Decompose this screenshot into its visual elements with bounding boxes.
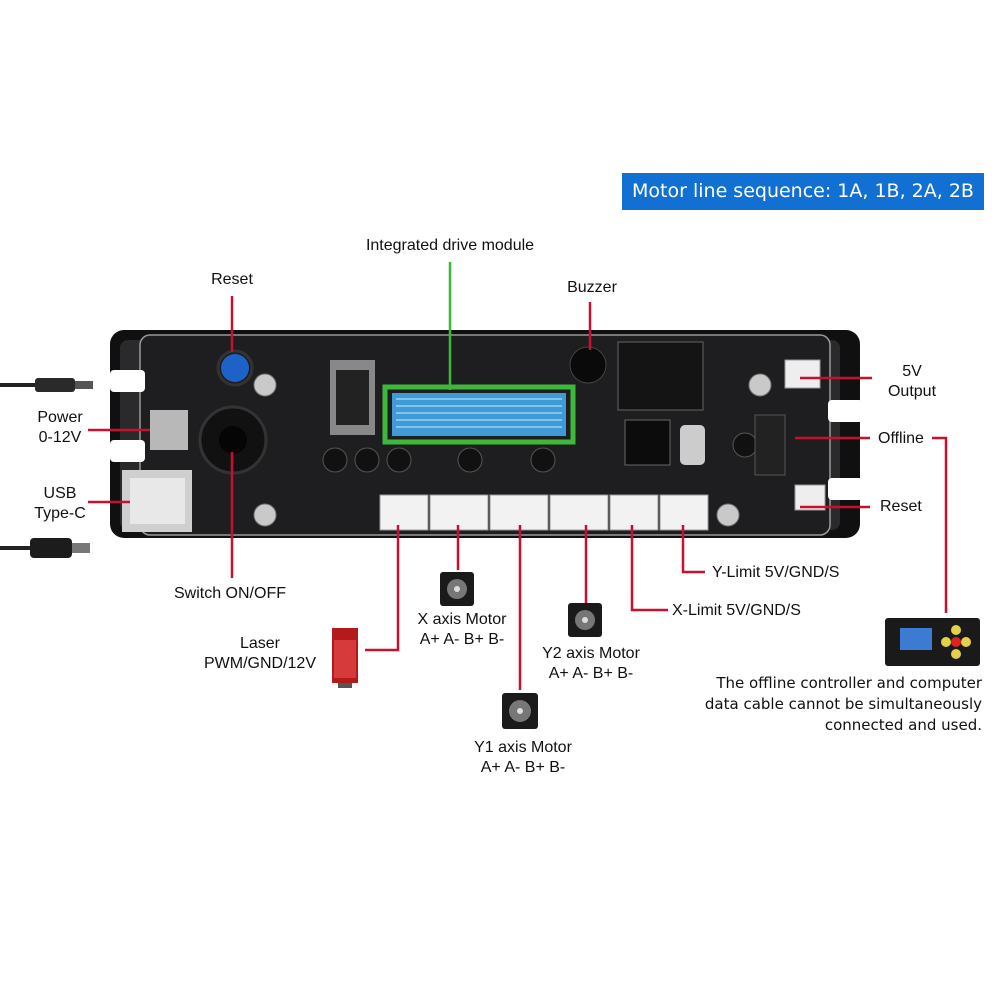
power-label: Power 0-12V: [20, 408, 100, 448]
y2-motor-label-line2: A+ A- B+ B-: [548, 665, 634, 682]
offline-note: The offline controller and computer data…: [700, 673, 982, 736]
laser-label-line2: PWM/GND/12V: [203, 655, 316, 672]
output-label-line1: 5V: [902, 363, 922, 380]
y1-motor-label-line1: Y1 axis Motor: [474, 739, 572, 756]
leader-lines: [88, 296, 948, 690]
y2-motor-label-line1: Y2 axis Motor: [542, 645, 640, 662]
motor-sequence-banner: Motor line sequence: 1A, 1B, 2A, 2B: [622, 173, 984, 210]
y1-motor-icon: [502, 693, 538, 729]
y1-motor-label: Y1 axis Motor A+ A- B+ B-: [458, 738, 588, 778]
laser-module-icon: [332, 628, 358, 688]
offline-note-line3: connected and used.: [824, 716, 982, 734]
laser-label: Laser PWM/GND/12V: [195, 634, 325, 674]
reset-right-label: Reset: [880, 498, 922, 515]
x-motor-icon: [440, 572, 474, 606]
buzzer-label: Buzzer: [567, 279, 617, 296]
y2-motor-icon: [568, 603, 602, 637]
x-motor-label-line2: A+ A- B+ B-: [419, 631, 505, 648]
power-label-line2: 0-12V: [38, 429, 82, 446]
usb-label: USB Type-C: [20, 484, 100, 524]
offline-note-line1: The offline controller and computer: [716, 674, 982, 692]
offline-label: Offline: [878, 430, 924, 447]
x-motor-label: X axis Motor A+ A- B+ B-: [402, 610, 522, 650]
switch-label: Switch ON/OFF: [173, 585, 286, 602]
power-label-line1: Power: [37, 409, 83, 426]
offline-note-line2: data cable cannot be simultaneously: [704, 695, 982, 713]
usb-label-line2: Type-C: [34, 505, 86, 522]
offline-controller-icon: [885, 618, 980, 666]
y2-motor-label: Y2 axis Motor A+ A- B+ B-: [526, 644, 656, 684]
reset-top-label: Reset: [211, 271, 253, 288]
x-motor-label-line1: X axis Motor: [417, 611, 507, 628]
usb-cable: [0, 538, 90, 558]
output-label-line2: Output: [887, 383, 937, 400]
integrated-drive-label: Integrated drive module: [365, 237, 535, 254]
laser-label-line1: Laser: [239, 635, 281, 652]
power-cable: [0, 378, 93, 392]
y-limit-label: Y-Limit 5V/GND/S: [712, 564, 840, 581]
y1-motor-label-line2: A+ A- B+ B-: [480, 759, 566, 776]
x-limit-label: X-Limit 5V/GND/S: [672, 602, 801, 619]
output-label: 5V Output: [872, 362, 952, 402]
controller-board: [110, 330, 863, 538]
usb-label-line1: USB: [43, 485, 77, 502]
